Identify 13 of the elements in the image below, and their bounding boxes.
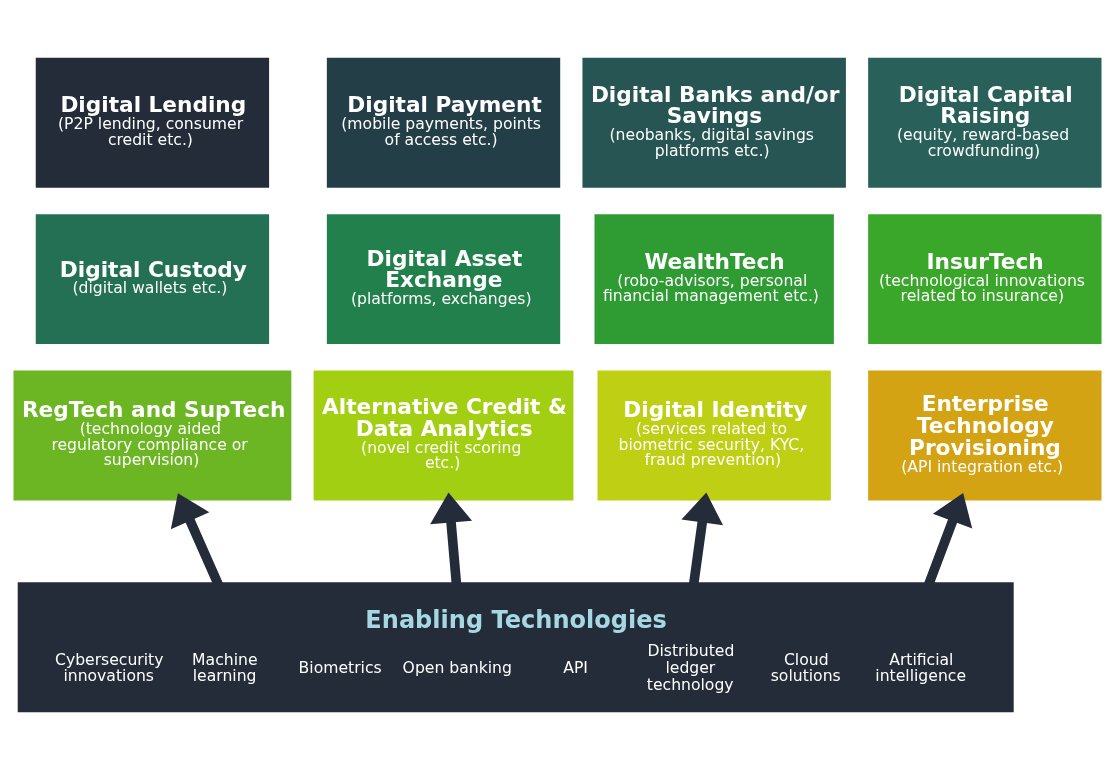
node-box: RegTech and SupTech (technology aided regulatory compliance or supervision) bbox=[13, 370, 292, 500]
node-box: Digital Asset Exchange (platforms, exchanges) bbox=[326, 213, 561, 344]
node-box: Digital Banks and/or Savings (neobanks, digital savings platforms etc.) bbox=[582, 57, 846, 188]
node-box: Enabling Technologies Cybersecurity innovations Machine learning Biometrics Open banking API Distributed ledger technology Cloud solutions Artificial intelligence bbox=[17, 581, 1014, 712]
node-box: Digital Custody (digital wallets etc.) bbox=[35, 213, 270, 344]
node-box: Digital Lending (P2P lending, consumer credit etc.) bbox=[35, 57, 270, 188]
node-box: WealthTech (robo-advisors, personal financial management etc.) bbox=[594, 213, 834, 344]
node-box: Alternative Credit & Data Analytics (novel credit scoring etc.) bbox=[313, 370, 574, 500]
node-box: Enterprise Technology Provisioning (API integration etc.) bbox=[868, 370, 1102, 500]
node-box: Digital Capital Raising (equity, reward-based crowdfunding) bbox=[868, 57, 1102, 188]
node-box: Digital Payment (mobile payments, points of access etc.) bbox=[326, 57, 561, 188]
node-box: Digital Identity (services related to biometric security, KYC, fraud prevention) bbox=[597, 370, 831, 500]
node-box: InsurTech (technological innovations related to insurance) bbox=[868, 213, 1102, 344]
